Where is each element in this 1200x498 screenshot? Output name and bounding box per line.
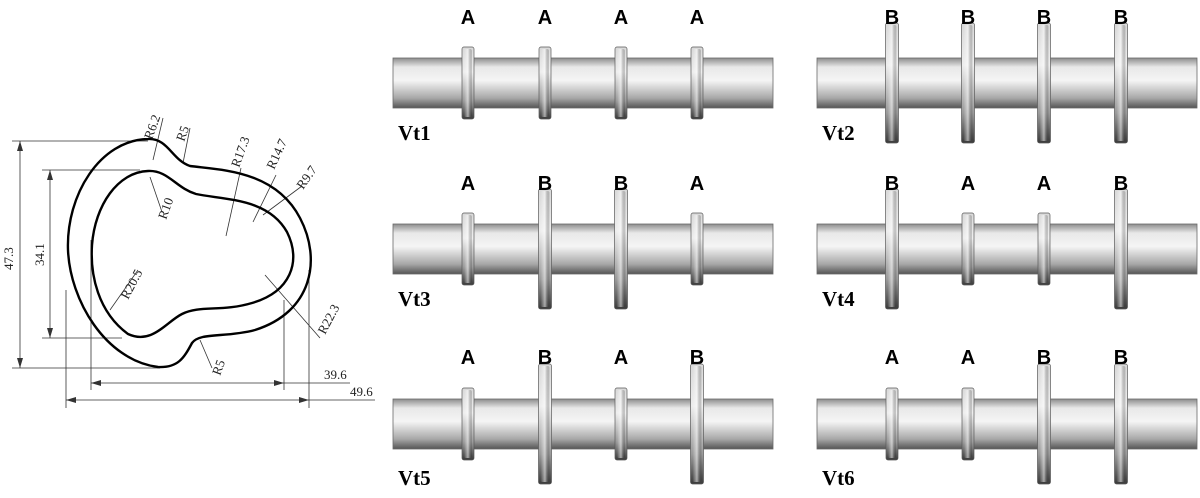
dim-r5-bottom: R5 — [209, 358, 228, 377]
shaft-name-label: Vt2 — [822, 121, 855, 145]
disc-type-label: A — [1037, 173, 1051, 195]
disc-a — [461, 387, 475, 461]
dim-width-49-6: 49.6 — [350, 384, 373, 399]
disc-b — [614, 188, 628, 310]
disc-a — [690, 46, 704, 120]
shaft-body — [816, 223, 1198, 275]
disc-type-label: B — [1114, 347, 1128, 369]
disc-a — [538, 46, 552, 120]
disc-type-label: A — [690, 7, 704, 29]
shaft-body — [392, 223, 774, 275]
shaft-vt3: A B B A Vt3 — [392, 173, 774, 311]
disc-a — [1037, 212, 1051, 286]
disc-a — [461, 46, 475, 120]
shaft-vt1: A A A A Vt1 — [392, 7, 774, 145]
disc-b — [1114, 188, 1128, 310]
shaft-vt2: B B B B Vt2 — [816, 7, 1198, 145]
dim-r5-top: R5 — [173, 124, 192, 143]
disc-a — [690, 212, 704, 286]
shaft-body — [816, 398, 1198, 450]
disc-type-label: B — [1037, 347, 1051, 369]
shaft-name-label: Vt6 — [822, 466, 855, 490]
shaft-body — [816, 57, 1198, 109]
dim-r6-2: R6.2 — [141, 112, 164, 141]
disc-type-label: B — [538, 173, 552, 195]
disc-b — [690, 363, 704, 485]
dim-r20-5: R20.5 — [117, 267, 145, 302]
disc-a — [461, 212, 475, 286]
dimension-lines — [12, 117, 375, 408]
disc-b — [1114, 22, 1128, 144]
shaft-vt5: A B A B Vt5 — [392, 347, 774, 490]
disc-type-label: B — [690, 347, 704, 369]
shaft-body — [392, 57, 774, 109]
disc-type-label: B — [1037, 7, 1051, 29]
dim-height-47-3: 47.3 — [1, 247, 16, 270]
disc-type-label: A — [614, 347, 628, 369]
shaft-vt6: A A B B Vt6 — [816, 347, 1198, 490]
disc-b — [538, 363, 552, 485]
disc-type-label: B — [1114, 173, 1128, 195]
inner-profile — [90, 169, 295, 339]
disc-type-label: A — [538, 7, 552, 29]
dim-r22-3: R22.3 — [314, 302, 342, 337]
dim-r14-7: R14.7 — [263, 136, 290, 171]
disc-type-label: B — [885, 173, 899, 195]
dim-width-39-6: 39.6 — [324, 367, 347, 382]
dim-r10: R10 — [155, 196, 177, 221]
disc-type-label: A — [961, 347, 975, 369]
dim-r9-7: R9.7 — [293, 162, 320, 191]
shaft-name-label: Vt1 — [398, 121, 431, 145]
disc-type-label: A — [961, 173, 975, 195]
disc-type-label: A — [614, 7, 628, 29]
dim-r17-3: R17.3 — [228, 134, 253, 169]
disc-type-label: B — [1114, 7, 1128, 29]
disc-a — [961, 387, 975, 461]
shaft-name-label: Vt4 — [822, 287, 855, 311]
disc-type-label: A — [461, 7, 475, 29]
disc-b — [1037, 22, 1051, 144]
disc-b — [885, 188, 899, 310]
dimension-arrows — [17, 141, 309, 403]
disc-b — [1114, 363, 1128, 485]
shaft-vt4: B A A B Vt4 — [816, 173, 1198, 311]
shaft-name-label: Vt3 — [398, 287, 431, 311]
disc-b — [961, 22, 975, 144]
disc-a — [614, 387, 628, 461]
disc-type-label: B — [538, 347, 552, 369]
disc-type-label: B — [961, 7, 975, 29]
disc-a — [961, 212, 975, 286]
disc-b — [538, 188, 552, 310]
shaft-body — [392, 398, 774, 450]
disc-type-label: A — [461, 173, 475, 195]
disc-a — [885, 387, 899, 461]
disc-type-label: B — [885, 7, 899, 29]
disc-type-label: B — [614, 173, 628, 195]
disc-type-label: A — [885, 347, 899, 369]
shaft-name-label: Vt5 — [398, 466, 431, 490]
outer-profile — [66, 137, 312, 369]
disc-a — [614, 46, 628, 120]
disc-b — [885, 22, 899, 144]
disc-type-label: A — [461, 347, 475, 369]
disc-b — [1037, 363, 1051, 485]
disc-type-label: A — [690, 173, 704, 195]
dim-height-34-1: 34.1 — [32, 243, 47, 266]
cross-section-drawing: R6.2 R5 R17.3 R14.7 R9.7 R10 R20.5 R22.3… — [1, 112, 375, 408]
